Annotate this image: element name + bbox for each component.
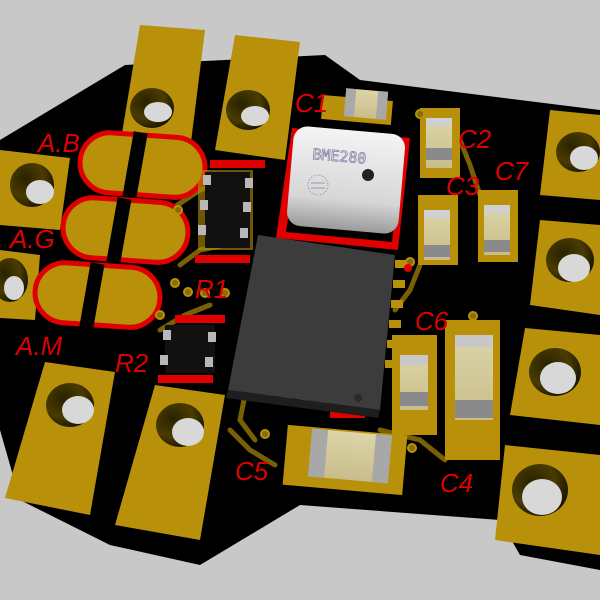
label-ab: A.B (36, 128, 80, 158)
pad-right-2 (530, 220, 600, 315)
capacitor-c4[interactable] (445, 320, 500, 460)
label-c5: C5 (235, 456, 269, 486)
sensor-marking: BME280 (312, 145, 368, 168)
solder-jumpers[interactable] (32, 130, 208, 330)
pad-right-4 (495, 445, 600, 555)
pad-bottom-1 (5, 362, 115, 515)
pad-right-1 (540, 110, 600, 200)
label-c3: C3 (446, 171, 480, 201)
label-c7: C7 (495, 156, 530, 186)
capacitor-c6[interactable] (392, 335, 437, 435)
pad-left-2 (0, 250, 40, 320)
label-c4: C4 (440, 468, 473, 498)
mounting-pads (0, 25, 600, 555)
capacitor-c2[interactable] (420, 108, 460, 178)
pad-right-3 (510, 328, 600, 425)
label-c1: C1 (295, 88, 328, 118)
pad-top-1 (120, 25, 205, 150)
resistor-array-r1[interactable] (195, 160, 265, 263)
capacitor-c3[interactable] (418, 195, 458, 265)
label-am: A.M (14, 331, 63, 361)
pad-top-2 (215, 35, 300, 160)
jumper-ab (77, 130, 208, 200)
label-c6: C6 (415, 306, 449, 336)
pad-bottom-2 (115, 385, 225, 540)
bme280-sensor[interactable]: BME280 (276, 125, 410, 250)
capacitor-c5[interactable] (282, 424, 408, 496)
qfn-ic-u2[interactable] (226, 235, 407, 418)
jumper-am (32, 260, 163, 330)
silkscreen-labels: A.B A.G A.M R1 R2 C1 C2 C3 C7 C6 C4 C5 (8, 88, 530, 498)
pad-left-1 (0, 150, 70, 230)
jumper-ag (60, 195, 191, 265)
label-r2: R2 (115, 348, 149, 378)
capacitor-c7[interactable] (478, 190, 518, 262)
label-ag: A.G (8, 224, 55, 254)
capacitor-c1[interactable] (321, 88, 393, 126)
resistor-array-r2[interactable] (158, 315, 225, 383)
red-via-marker (404, 264, 412, 272)
label-r1: R1 (195, 274, 228, 304)
label-c2: C2 (458, 124, 492, 154)
